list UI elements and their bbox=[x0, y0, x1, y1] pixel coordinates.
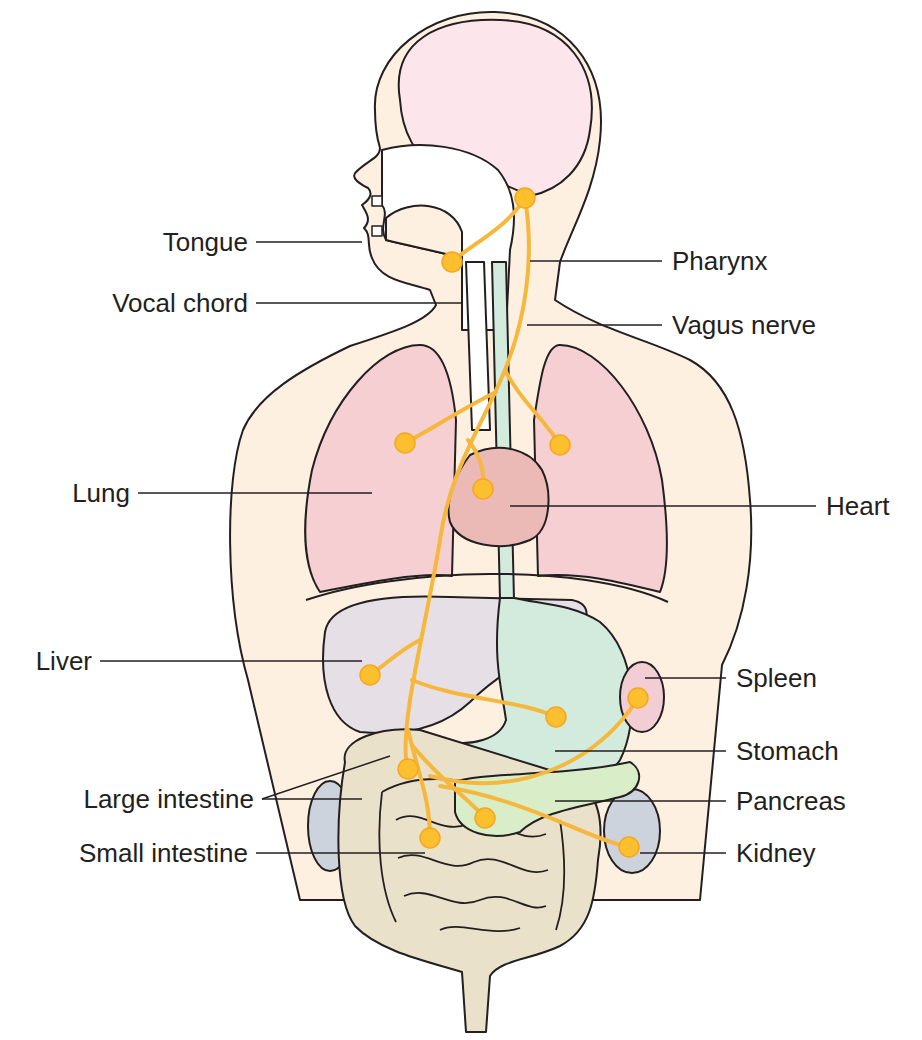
organ-label: Pharynx bbox=[672, 247, 767, 276]
organ-label: Spleen bbox=[736, 664, 817, 693]
spleen bbox=[620, 662, 664, 732]
vagus-nerve-branch bbox=[452, 198, 525, 262]
nerve-dot bbox=[398, 759, 418, 779]
leader-line bbox=[100, 660, 362, 662]
leader-line bbox=[262, 798, 362, 800]
leader-line bbox=[530, 260, 662, 262]
lung-right bbox=[534, 345, 667, 592]
leader-line bbox=[527, 324, 662, 326]
leader-line bbox=[510, 505, 816, 507]
organ-label: Vagus nerve bbox=[672, 311, 816, 340]
nerve-dot bbox=[473, 479, 493, 499]
leader-line bbox=[256, 852, 425, 854]
leader-line bbox=[138, 492, 372, 494]
teeth bbox=[372, 196, 382, 236]
leader-line bbox=[262, 756, 390, 799]
vagus-nerve-branch bbox=[405, 392, 496, 443]
organ-label: Tongue bbox=[163, 228, 248, 257]
nerve-dot bbox=[550, 435, 570, 455]
organ-label: Small intestine bbox=[79, 839, 248, 868]
leader-line bbox=[640, 852, 726, 854]
leader-line bbox=[555, 800, 726, 802]
organ-label: Large intestine bbox=[83, 785, 254, 814]
leader-line bbox=[645, 677, 726, 679]
organ-label: Stomach bbox=[736, 737, 839, 766]
vagus-nerve-branch bbox=[440, 786, 629, 847]
nerve-dot bbox=[475, 808, 495, 828]
leader-line bbox=[256, 302, 462, 304]
nerve-dot bbox=[360, 665, 380, 685]
small-intestine-coils bbox=[396, 816, 548, 931]
leader-line bbox=[555, 750, 726, 752]
organ-label: Lung bbox=[72, 479, 130, 508]
nerve-dot bbox=[628, 688, 648, 708]
organ-label: Pancreas bbox=[736, 787, 846, 816]
nerve-dot bbox=[442, 252, 462, 272]
vagus-nerve-branch bbox=[430, 698, 638, 783]
nerve-dot bbox=[420, 828, 440, 848]
vagus-nerve-branch bbox=[412, 680, 556, 717]
vagus-nerve-branch bbox=[505, 370, 560, 445]
organ-label: Liver bbox=[36, 647, 92, 676]
nerve-dot bbox=[619, 837, 639, 857]
organ-label: Heart bbox=[826, 492, 890, 521]
lung-left bbox=[305, 345, 456, 592]
tongue-shape bbox=[386, 206, 462, 258]
nerve-dot bbox=[515, 188, 535, 208]
esophagus bbox=[492, 262, 514, 600]
organ-label: Vocal chord bbox=[112, 289, 248, 318]
nerve-dot bbox=[546, 707, 566, 727]
nerve-dot bbox=[395, 433, 415, 453]
organ-label: Kidney bbox=[736, 839, 816, 868]
leader-line bbox=[256, 241, 362, 243]
